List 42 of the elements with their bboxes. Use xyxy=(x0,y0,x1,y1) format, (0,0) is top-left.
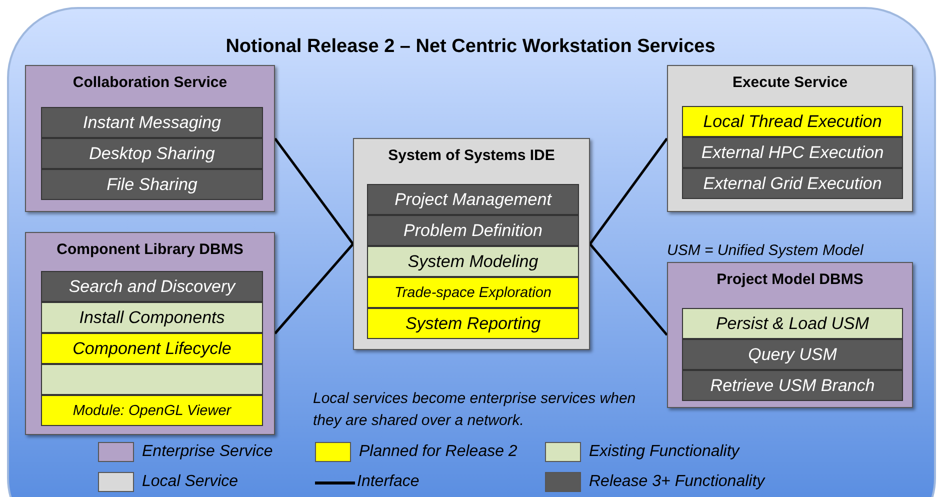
function-bar: Retrieve USM Branch xyxy=(682,370,903,401)
legend-text: Interface xyxy=(357,473,420,491)
panel-heading: Component Library DBMS xyxy=(56,241,244,258)
legend-text: Existing Functionality xyxy=(589,443,740,461)
function-bar: Instant Messaging xyxy=(41,107,263,138)
interface-line xyxy=(274,138,354,245)
empty-bar xyxy=(41,364,263,395)
function-bar: Project Management xyxy=(367,184,579,215)
function-bar: Trade-space Exploration xyxy=(367,277,579,308)
function-bar: Desktop Sharing xyxy=(41,138,263,169)
function-bar: File Sharing xyxy=(41,169,263,200)
function-bar: External Grid Execution xyxy=(682,168,903,199)
function-bar: Search and Discovery xyxy=(41,271,263,302)
legend-text: Release 3+ Functionality xyxy=(589,473,765,491)
note-text: Local services become enterprise services when they are shared over a network. xyxy=(313,389,637,431)
legend-text: Local Service xyxy=(142,473,238,491)
function-bar: Local Thread Execution xyxy=(682,106,903,137)
legend-text: Enterprise Service xyxy=(142,443,273,461)
interface-line xyxy=(274,243,354,334)
service-panel xyxy=(25,232,275,435)
panel-heading: Project Model DBMS xyxy=(716,271,864,288)
function-bar: System Reporting xyxy=(367,308,579,339)
function-bar: External HPC Execution xyxy=(682,137,903,168)
diagram-title: Notional Release 2 – Net Centric Workstation Services xyxy=(224,36,716,58)
function-bar: Install Components xyxy=(41,302,263,333)
note-text: USM = Unified System Model xyxy=(667,241,865,261)
interface-line xyxy=(588,138,668,245)
function-bar: Component Lifecycle xyxy=(41,333,263,364)
panel-heading: Collaboration Service xyxy=(72,74,228,91)
service-panel xyxy=(25,65,275,212)
legend-text: Planned for Release 2 xyxy=(359,443,518,461)
panel-heading: Execute Service xyxy=(731,74,849,91)
panel-heading: System of Systems IDE xyxy=(387,147,556,164)
function-bar: Problem Definition xyxy=(367,215,579,246)
service-panel xyxy=(667,262,913,408)
function-bar: Query USM xyxy=(682,339,903,370)
function-bar: System Modeling xyxy=(367,246,579,277)
service-panel xyxy=(353,138,590,350)
function-bar: Persist & Load USM xyxy=(682,308,903,339)
service-panel xyxy=(667,65,913,212)
function-bar: Module: OpenGL Viewer xyxy=(41,395,263,426)
interface-line xyxy=(589,243,668,336)
